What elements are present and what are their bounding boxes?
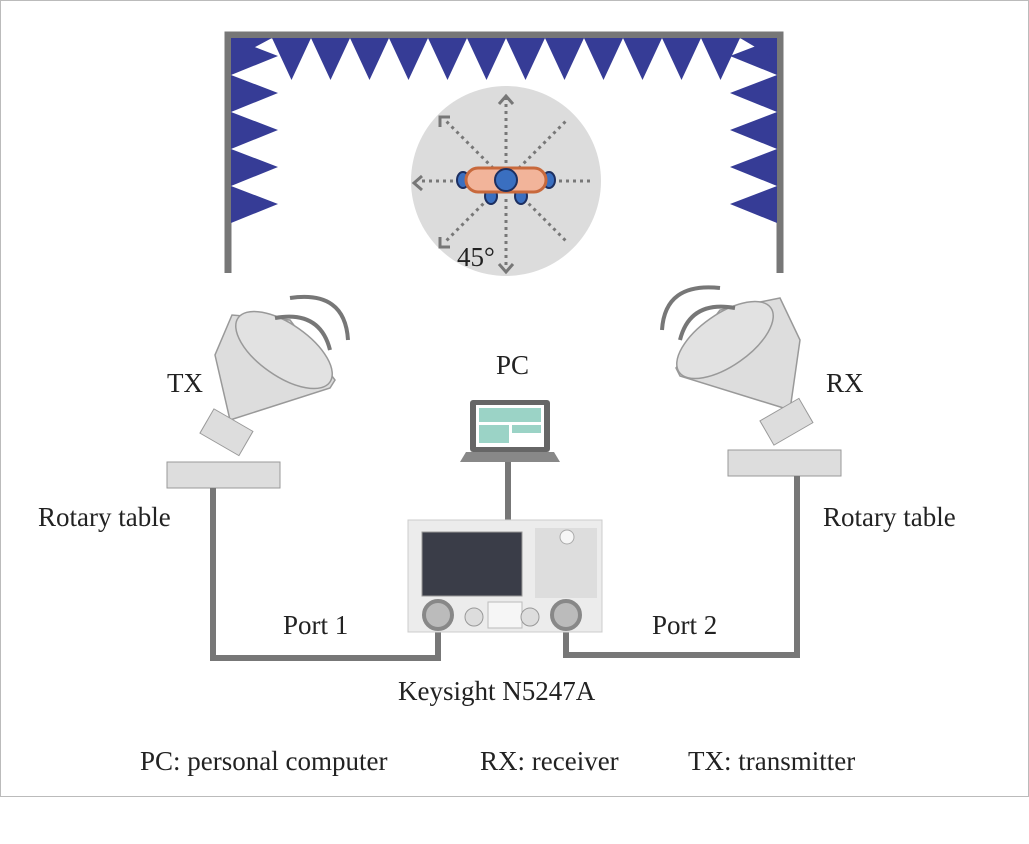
device-under-test <box>456 166 556 205</box>
direction-ray <box>442 192 495 245</box>
port2-label: Port 2 <box>652 610 718 640</box>
angle-label: 45° <box>457 242 495 272</box>
instrument-label: Keysight N5247A <box>398 676 596 706</box>
rotary-table-right-label: Rotary table <box>823 502 956 532</box>
absorber-cone <box>231 38 272 60</box>
absorber-cone <box>623 38 662 80</box>
absorber-cone <box>231 112 278 149</box>
turntable <box>411 86 601 276</box>
laptop <box>460 400 560 462</box>
legend-pc: PC: personal computer <box>140 746 388 776</box>
rotary-table-left-label: Rotary table <box>38 502 171 532</box>
rx-label: RX <box>826 368 864 398</box>
tx-antenna <box>199 294 350 457</box>
absorber-cone <box>740 38 777 60</box>
vector-network-analyzer <box>407 519 603 633</box>
absorber-cone <box>231 75 278 112</box>
cables <box>210 462 800 661</box>
absorber-cone <box>730 149 777 186</box>
rotary-table-right <box>727 449 842 477</box>
absorber-cone <box>272 38 311 80</box>
absorber-cone <box>311 38 350 80</box>
absorber-cone <box>467 38 506 80</box>
absorber-cone <box>584 38 623 80</box>
absorber-cone <box>730 112 777 149</box>
absorber-cones <box>231 38 777 223</box>
direction-ray <box>517 192 570 245</box>
absorber-cone <box>730 186 777 223</box>
absorber-cone <box>428 38 467 80</box>
absorber-cone <box>701 38 740 80</box>
legend-rx: RX: receiver <box>480 746 619 776</box>
direction-ray <box>517 117 570 170</box>
absorber-cone <box>730 75 777 112</box>
absorber-cone <box>389 38 428 80</box>
anechoic-chamber <box>224 31 784 273</box>
absorber-cone <box>662 38 701 80</box>
absorber-cone <box>231 149 278 186</box>
direction-ray <box>442 117 495 170</box>
tx-label: TX <box>167 368 203 398</box>
absorber-cone <box>231 186 278 223</box>
rotary-table-left <box>166 461 281 489</box>
absorber-cone <box>506 38 545 80</box>
port1-label: Port 1 <box>283 610 349 640</box>
absorber-cone <box>545 38 584 80</box>
rx-antenna <box>660 285 814 446</box>
legend-tx: TX: transmitter <box>688 746 856 776</box>
absorber-cone <box>350 38 389 80</box>
pc-label: PC <box>496 350 530 380</box>
